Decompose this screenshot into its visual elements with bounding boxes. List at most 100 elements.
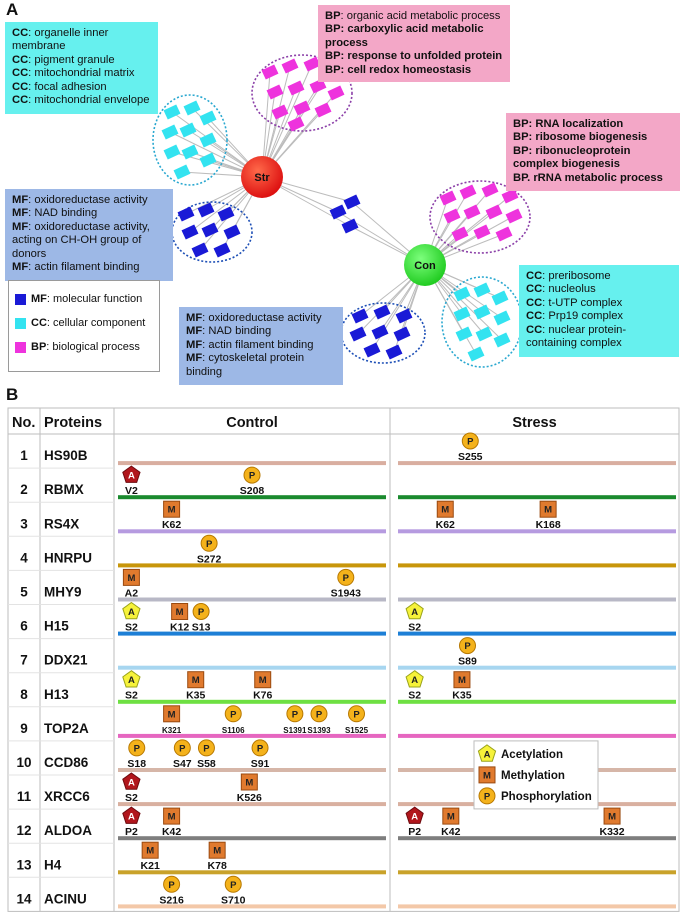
ptm-type-symbol: P [179, 743, 186, 754]
control-sequence-bar [118, 870, 386, 875]
go-term-node [363, 342, 381, 358]
go-term-node [161, 124, 179, 140]
ptm-site-marker: AP2 [122, 806, 141, 838]
methylation-icon [478, 766, 496, 784]
ptm-site-label: S208 [240, 485, 265, 497]
go-term-node [217, 206, 235, 222]
legend-swatch [15, 341, 26, 353]
ptm-site-label: S89 [458, 656, 477, 668]
legend-entry: MF: molecular function [15, 293, 142, 305]
go-term-node [453, 306, 471, 322]
go-term-key: MF [12, 261, 29, 274]
protein-name: CCD86 [44, 755, 89, 770]
go-term-node [459, 184, 477, 200]
go-term-node [501, 188, 519, 204]
ptm-site-label: S1943 [331, 587, 362, 599]
go-term-node [485, 204, 503, 220]
go-term-text: : cytoskeletal protein binding [186, 352, 305, 378]
go-term-text: : response to unfolded protein [340, 50, 503, 63]
go-term-line: MF: oxidoreductase activity, acting on C… [12, 221, 166, 261]
col-header-stress: Stress [512, 415, 556, 431]
go-term-text: : oxidoreductase activity, acting on CH-… [12, 220, 150, 260]
panel-b-label: B [6, 385, 19, 404]
phosphorylation-icon [200, 534, 218, 552]
ptm-site-label: S216 [159, 894, 184, 906]
go-term-node [281, 58, 299, 74]
go-term-node [293, 100, 311, 116]
phosphorylation-icon [192, 603, 210, 620]
ptm-type-symbol: P [230, 709, 237, 720]
mf-cluster-control [340, 302, 426, 364]
go-term-key: MF [186, 325, 203, 338]
control-sequence-bar [118, 495, 386, 500]
col-header-no: No. [12, 415, 35, 431]
row-number: 14 [16, 891, 32, 906]
go-term-text: : preribosome [542, 270, 611, 282]
protein-name: H15 [44, 619, 69, 634]
go-term-node [199, 152, 217, 168]
legend-entry: CC: cellular component [15, 317, 145, 329]
go-term-node [475, 326, 493, 342]
ptm-type-symbol: M [441, 505, 449, 516]
go-term-text: : oxidoreductase activity [202, 312, 322, 324]
ptm-site-label: S1106 [222, 726, 245, 735]
go-term-line: MF: actin filament binding [12, 261, 166, 274]
ptm-legend-label: Methylation [501, 770, 565, 782]
ptm-type-symbol: A [128, 675, 135, 686]
go-term-node [373, 304, 391, 320]
ptm-legend-label: Phosphorylation [501, 791, 592, 803]
cc-cluster-stress [152, 94, 228, 186]
go-term-node [493, 332, 511, 348]
go-term-node [201, 222, 219, 238]
methylation-icon [442, 807, 460, 825]
ptm-site-marker: AS2 [122, 670, 141, 702]
go-term-node [287, 80, 305, 96]
go-term-key: CC [12, 67, 29, 80]
ptm-type-symbol: M [168, 709, 176, 720]
go-term-key: BP [325, 23, 341, 36]
go-term-text: : t-UTP complex [542, 296, 623, 309]
go-term-line: CC: mitochondrial envelope [12, 94, 151, 107]
phosphorylation-icon [224, 875, 242, 893]
go-term-line: CC: mitochondrial matrix [12, 67, 151, 80]
ptm-type-symbol: M [259, 675, 267, 686]
go-term-text: : organic acid metabolic process [340, 10, 501, 22]
protein-name: ACINU [44, 891, 87, 906]
ptm-site-label: S47 [173, 758, 192, 770]
go-term-line: CC: focal adhesion [12, 81, 151, 94]
ptm-site-label: S91 [251, 758, 270, 770]
go-term-line: CC: nucleolus [526, 283, 672, 296]
ptm-site-label: P2 [125, 826, 138, 838]
ptm-site-label: S13 [192, 622, 211, 634]
go-term-node [177, 206, 195, 222]
row-number: 11 [17, 789, 32, 804]
col-header-proteins: Proteins [44, 415, 102, 431]
control-sequence-bar [118, 733, 386, 738]
protein-name: H13 [44, 687, 69, 702]
legend-key: BP [31, 341, 47, 353]
go-term-node [443, 208, 461, 224]
go-term-key: CC [526, 296, 543, 309]
go-term-key: CC [12, 27, 29, 39]
stress-sequence-bar [398, 836, 676, 841]
ptm-site-label: K21 [141, 860, 160, 872]
methylation-icon [254, 671, 272, 689]
ptm-type-symbol: P [168, 880, 175, 891]
go-term-text: : mitochondrial envelope [28, 94, 150, 107]
go-term-text: : nucleolus [542, 283, 596, 296]
protein-name: HNRPU [44, 550, 92, 565]
ptm-site-label: K42 [162, 826, 181, 838]
methylation-icon [603, 807, 621, 825]
ptm-site-label: P2 [408, 826, 421, 838]
go-term-key: CC [12, 80, 29, 93]
go-term-node [395, 308, 413, 324]
acetylation-icon [477, 744, 497, 762]
ptm-type-symbol: P [484, 791, 491, 802]
ptm-type-symbol: M [176, 607, 184, 618]
